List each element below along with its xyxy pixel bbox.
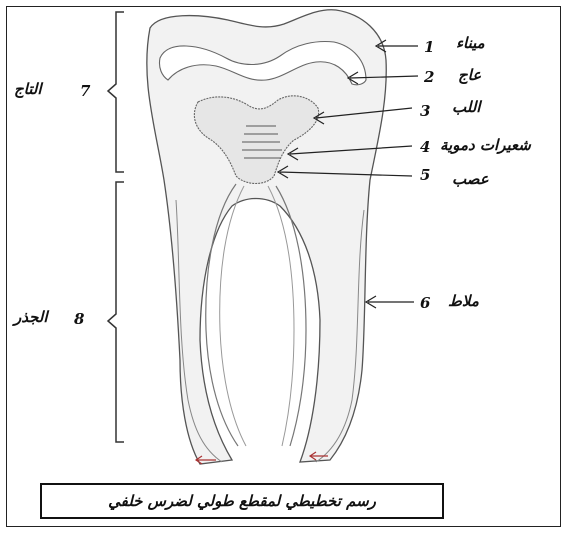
region-root-number: 8 — [74, 310, 84, 328]
region-root-text: الجذر — [14, 308, 48, 326]
crown-bracket — [108, 12, 124, 172]
caption-text: رسم تخطيطي لمقطع طولي لضرس خلفي — [42, 485, 442, 517]
root-canal-right-inner — [268, 186, 294, 446]
region-crown-text: التاج — [14, 80, 42, 98]
label-3-text: اللب — [452, 98, 480, 116]
caption-box: رسم تخطيطي لمقطع طولي لضرس خلفي — [40, 483, 444, 519]
label-6-number: 6 — [420, 294, 430, 312]
label-3-number: 3 — [420, 102, 430, 120]
label-1-text: ميناء — [456, 34, 485, 52]
pointer-6 — [366, 296, 414, 308]
root-canal-left-inner — [220, 186, 246, 446]
label-6-text: ملاط — [448, 292, 479, 310]
label-4-number: 4 — [420, 138, 430, 156]
label-2-text: عاج — [458, 66, 481, 84]
pointer-1 — [376, 40, 418, 52]
label-4-text: شعيرات دموية — [440, 136, 531, 154]
label-5-text: عصب — [452, 170, 489, 188]
region-crown-number: 7 — [80, 82, 90, 100]
root-bracket — [108, 182, 124, 442]
label-1-number: 1 — [424, 38, 434, 56]
label-2-number: 2 — [424, 68, 434, 86]
label-5-number: 5 — [420, 166, 430, 184]
